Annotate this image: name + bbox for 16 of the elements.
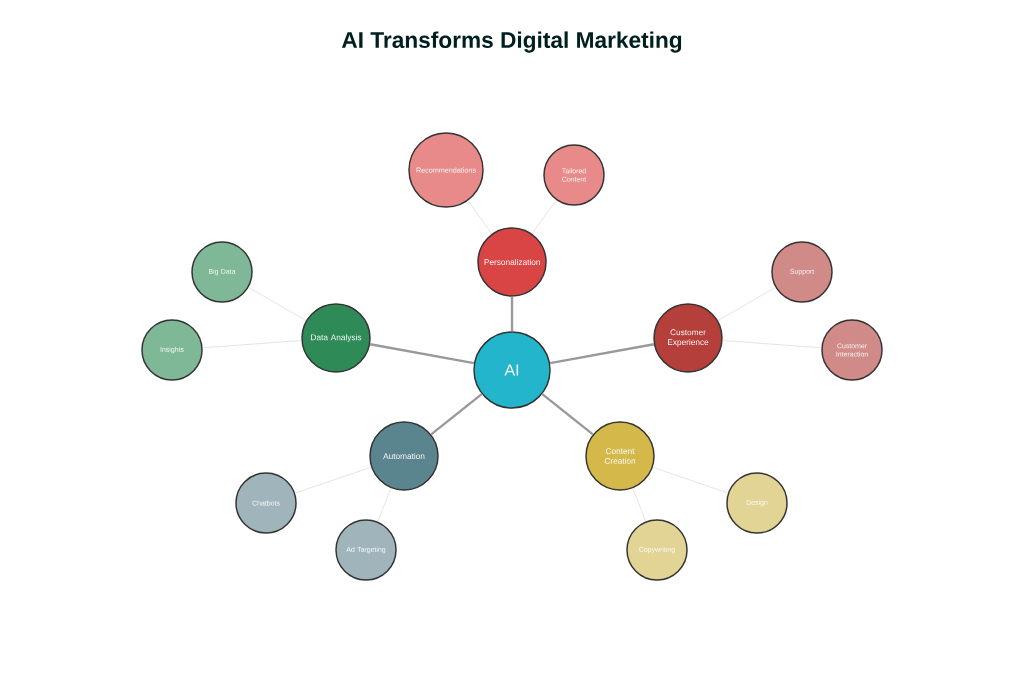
connector-line xyxy=(541,393,594,436)
connector-line xyxy=(294,466,372,494)
connector-line xyxy=(369,343,475,365)
title: AI Transforms Digital Marketing xyxy=(341,31,682,53)
connector-line xyxy=(467,200,493,235)
connector-line xyxy=(717,287,776,321)
connector-line xyxy=(510,296,514,332)
connector-line xyxy=(430,393,483,436)
connector-line xyxy=(248,287,307,321)
connector-line xyxy=(722,340,822,349)
connector-line xyxy=(202,340,302,349)
connector-line xyxy=(377,487,392,522)
connector-line xyxy=(632,488,646,522)
connector-line xyxy=(549,343,655,365)
connector-line xyxy=(531,199,557,234)
connector-line xyxy=(652,467,729,494)
